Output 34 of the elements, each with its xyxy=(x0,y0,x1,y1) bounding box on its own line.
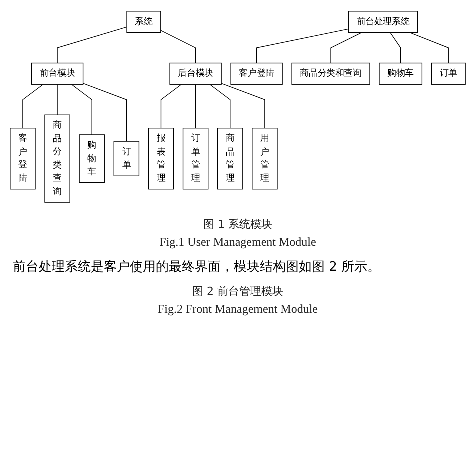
connector xyxy=(57,26,128,64)
figure-caption: Fig.2 Front Management Module xyxy=(158,302,318,317)
connector xyxy=(195,84,196,129)
node-box: 用户管理 xyxy=(252,128,278,190)
figure-caption: 图 2 前台管理模块 xyxy=(192,284,284,299)
connector xyxy=(256,28,349,64)
connector xyxy=(390,32,402,64)
node-box: 报表管理 xyxy=(148,128,174,190)
node-box: 商品分类和查询 xyxy=(292,62,370,85)
node-box: 订单 xyxy=(114,141,140,176)
body-text: 前台处理系统是客户使用的最终界面，模块结构图如图 2 所示。 xyxy=(13,258,382,276)
figure-caption: 图 1 系统模块 xyxy=(204,216,272,232)
node-box: 后台模块 xyxy=(170,62,222,85)
connector xyxy=(330,32,362,64)
node-box: 订单管理 xyxy=(182,128,209,190)
node-box: 购物车 xyxy=(79,134,105,184)
connector xyxy=(160,84,182,129)
node-box: 订单 xyxy=(431,62,466,85)
figure-caption: Fig.1 User Management Module xyxy=(160,234,316,250)
node-box: 系统 xyxy=(126,11,162,34)
connector xyxy=(57,84,58,116)
node-box: 客户登陆 xyxy=(10,128,36,190)
node-box: 前台模块 xyxy=(31,62,84,85)
node-box: 商品分类查询 xyxy=(44,114,70,203)
connector xyxy=(410,32,449,64)
connector xyxy=(82,83,127,142)
node-box: 前台处理系统 xyxy=(348,11,418,34)
connector xyxy=(160,30,196,64)
connector xyxy=(71,84,92,136)
node-box: 购物车 xyxy=(379,62,423,85)
connector xyxy=(210,84,231,129)
node-box: 商品管理 xyxy=(218,128,244,190)
node-box: 客户登陆 xyxy=(230,62,283,85)
connector xyxy=(22,84,44,129)
